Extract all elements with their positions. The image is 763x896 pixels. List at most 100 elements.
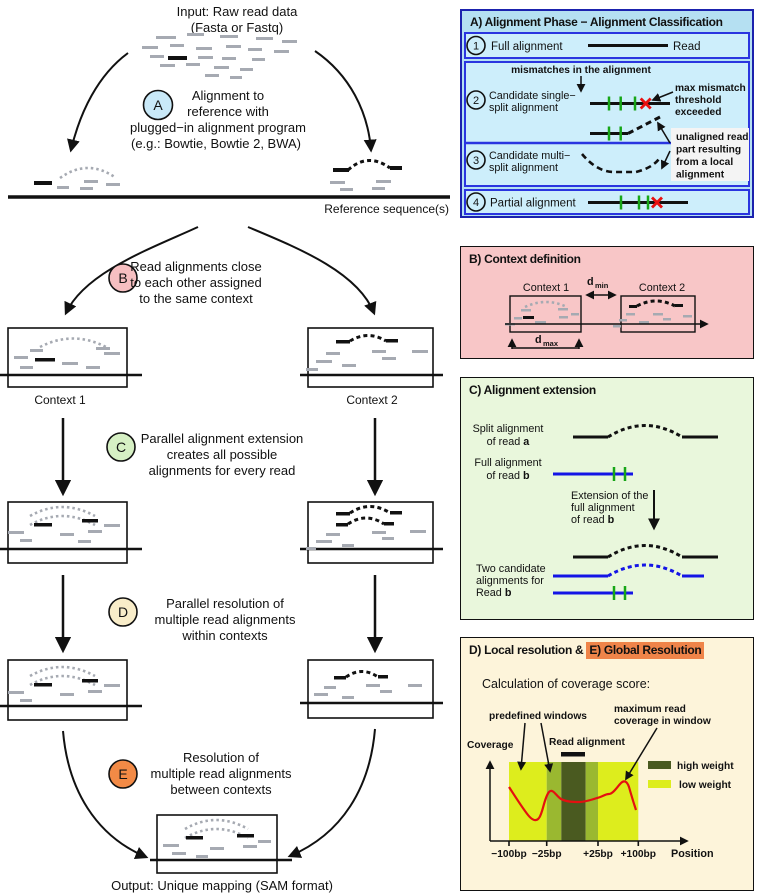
split-read-a-label-1: Split alignment <box>473 423 544 435</box>
classification-item-4: 4 Partial alignment <box>464 189 750 215</box>
weight-legend: high weight low weight <box>648 761 734 791</box>
step-b-letter: B <box>118 270 127 286</box>
low-weight-swatch <box>648 780 671 788</box>
max-mismatch-3: exceeded <box>675 107 721 118</box>
x-axis-ticks <box>508 841 640 846</box>
panel-a-alignment-classification: 1 Full alignment Read mismatches in the … <box>460 9 754 218</box>
d-max-dimension <box>507 338 584 349</box>
step-a-circle <box>142 89 174 121</box>
step-e-text-2: multiple read alignments <box>151 766 292 781</box>
two-candidate-label-3: Read b <box>476 587 512 599</box>
max-mismatch-arrow <box>651 91 674 102</box>
max-coverage-label-1: maximum read <box>614 704 686 715</box>
split-read-a-drawing-bottom <box>573 544 718 559</box>
tick-label-minus25: −25bp <box>532 849 562 860</box>
step-a-text-3: plugged−in alignment program <box>130 120 306 135</box>
context1-box-row2 <box>0 501 142 564</box>
split-read-a-label-2: of read a <box>487 436 531 448</box>
full-read-b-drawing <box>553 467 633 481</box>
step-b-text-1: Read alignments close <box>130 259 262 274</box>
panel-a-title: A) Alignment Phase − Alignment Classific… <box>470 15 723 29</box>
arrow-to-context2 <box>247 226 377 316</box>
d-max-label: d <box>535 334 542 346</box>
unaligned-2: part resulting <box>676 145 741 156</box>
arrow-to-context1 <box>64 226 199 316</box>
coverage-curve <box>508 780 638 822</box>
item1-read-label: Read <box>673 41 701 53</box>
item2-label-1: Candidate single− <box>489 90 576 102</box>
panel-b-context1-label: Context 1 <box>523 282 569 294</box>
step-a-text-2: reference with <box>187 104 269 119</box>
output-box <box>150 814 292 874</box>
position-axis-label: Position <box>671 848 714 860</box>
step-d-letter: D <box>118 604 128 620</box>
item1-num: 1 <box>473 41 479 53</box>
output-label: Output: Unique mapping (SAM format) <box>111 878 333 893</box>
step-c-circle <box>106 432 136 462</box>
unaligned-3: from a local <box>676 157 733 168</box>
arrow-c2-converge <box>287 728 376 858</box>
read-alignment-bar <box>561 752 585 757</box>
step-d-text-2: multiple read alignments <box>155 612 296 627</box>
panel-d-title: D) Local resolution & E) Global Resoluti… <box>469 642 705 659</box>
item3-label-1: Candidate multi− <box>489 150 570 162</box>
unaligned-arrow-up <box>657 121 671 144</box>
item3-label-2: split alignment <box>489 162 558 174</box>
split-read-a-drawing-top <box>573 424 718 439</box>
panel-c-alignment-extension: Split alignment of read a Full alignment… <box>460 377 754 620</box>
max-coverage-label-2: coverage in window <box>614 716 711 727</box>
panel-d-resolution: Calculation of coverage score: predefine… <box>460 637 754 891</box>
context2-label: Context 2 <box>346 393 398 407</box>
windows-arrow-right <box>540 722 554 773</box>
panel-a-drawing: 1 Full alignment Read mismatches in the … <box>464 32 750 215</box>
unaligned-4: alignment <box>676 170 725 181</box>
low-weight-label: low weight <box>679 780 732 791</box>
item3-dashed-curve <box>581 153 661 174</box>
panel-b-context2-box <box>613 295 696 333</box>
extension-label-1: Extension of the <box>571 490 648 502</box>
step-e-letter: E <box>118 766 127 782</box>
high-weight-swatch <box>648 761 671 769</box>
extension-label-3: of read b <box>571 514 615 526</box>
two-candidate-label-1: Two candidate <box>476 563 546 575</box>
panel-d-title-global-highlight: E) Global Resolution <box>586 642 705 659</box>
arrow-c1-converge <box>62 730 149 859</box>
item1-label: Full alignment <box>491 41 563 53</box>
context1-box-row3 <box>0 659 142 721</box>
item2-read-drawing <box>590 96 670 111</box>
max-mismatch-1: max mismatch <box>675 83 746 94</box>
classification-item-2-3: mismatches in the alignment 2 Candidate … <box>464 61 750 187</box>
step-b-text-3: to the same context <box>139 291 253 306</box>
windows-arrow-left <box>517 722 527 771</box>
item4-read-drawing <box>588 195 688 210</box>
panel-b-context-definition: Context 1 Context 2 d min d max <box>460 246 754 359</box>
context2-box-row3 <box>300 659 443 719</box>
mismatches-annotation: mismatches in the alignment <box>511 65 651 76</box>
context2-box-row1 <box>300 327 443 388</box>
panel-b-title: B) Context definition <box>469 252 581 266</box>
step-c-letter: C <box>116 439 126 455</box>
arrow-input-right <box>314 50 377 153</box>
step-d-text-1: Parallel resolution of <box>166 596 284 611</box>
step-c-text-2: creates all possible <box>167 447 278 462</box>
classification-item-1: 1 Full alignment Read <box>464 32 750 59</box>
reference-label: Reference sequence(s) <box>324 202 449 216</box>
coverage-axis-label: Coverage <box>467 740 514 751</box>
tick-label-minus100: −100bp <box>491 849 526 860</box>
step-c-text-3: alignments for every read <box>149 463 296 478</box>
max-coverage-arrow <box>625 727 658 781</box>
d-min-subscript: min <box>595 281 609 290</box>
max-mismatch-2: threshold <box>675 95 721 106</box>
panel-d-title-local: D) Local resolution & <box>469 643 587 657</box>
step-a-text-1: Alignment to <box>192 88 264 103</box>
raw-reads-cluster <box>142 33 297 79</box>
step-d-circle <box>108 597 138 627</box>
item2-split-read-drawing <box>590 115 661 141</box>
input-label-line2: (Fasta or Fastq) <box>191 20 283 35</box>
step-e-circle <box>108 759 138 789</box>
unaligned-arrow-down <box>660 150 671 170</box>
item3-num: 3 <box>473 155 479 167</box>
step-b-text-2: to each other assigned <box>130 275 262 290</box>
step-e-text-3: between contexts <box>170 782 272 797</box>
